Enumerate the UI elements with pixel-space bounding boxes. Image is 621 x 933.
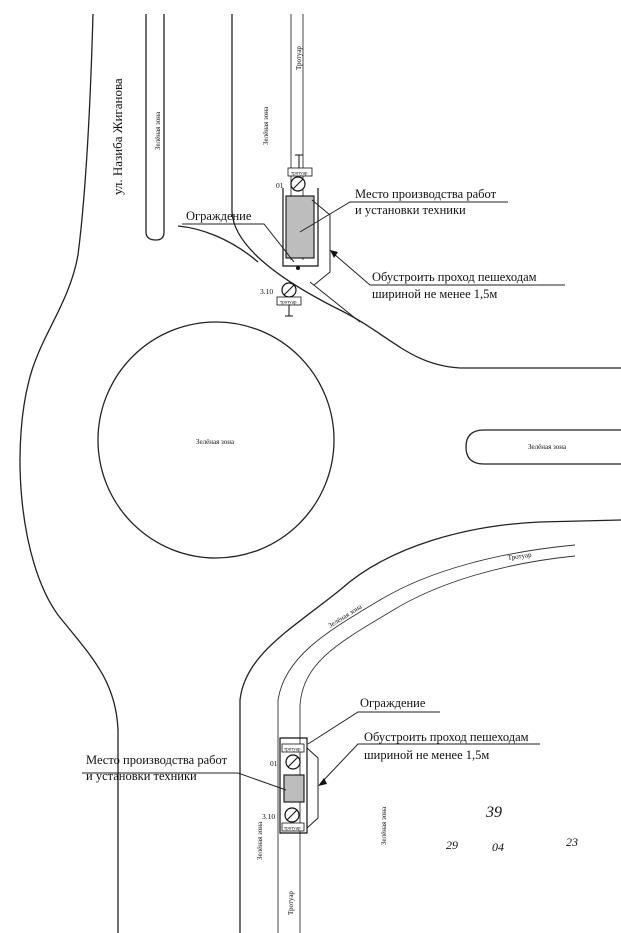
south-fence-label: Ограждение [360,696,426,710]
sidewalk-label-south: Тротуар [287,891,295,915]
leader-north-work-site [299,201,508,233]
north-east-curb [231,14,621,369]
green-zone-south-diagonal: Зелёная зона [327,602,364,629]
north-work-site-label-1: Место производства работ [355,187,497,201]
leader-south-walkway [321,743,540,783]
south-work-site-label-2: и установки техники [86,769,197,783]
arrow-south-walkway [318,778,327,786]
south-east-curb [239,519,621,933]
green-zone-center: Зелёная зона [196,438,235,446]
east-splitter-island [465,429,621,465]
north-connector-curb [177,225,259,263]
north-work-area [285,195,315,259]
south-sign-310-slash [286,809,298,821]
central-island [97,321,335,559]
green-zone-left-median: Зелёная зона [154,111,162,150]
south-fence [279,737,308,834]
left-street-outer-curb [19,13,119,933]
roadway-outlines [19,13,621,933]
south-work-site: тротуар 01 3.10 тротуар [262,737,319,834]
north-sign-310-code: 3.10 [260,287,273,296]
leader-north-walkway [333,253,565,286]
north-sign-01-plate [287,167,313,177]
green-zone-north: Зелёная зона [262,106,270,145]
south-walkway-label-2: шириной не менее 1,5м [364,748,489,762]
handwritten-year: 23 [566,835,578,849]
south-sign-01-plate-text: тротуар [284,748,301,753]
south-bypass [306,747,319,829]
south-sidewalk-inner [299,555,576,933]
handwritten-day: 29 [446,838,458,852]
north-work-site: тротуар 01 3.10 тротуар [260,154,331,317]
south-sign-310-plate [281,822,305,832]
south-sign-01-slash [287,756,299,768]
arrow-north-walkway [330,250,338,258]
leader-south-work-site [82,772,287,791]
north-sign-01-plate-text: тротуар [291,172,308,177]
north-sign-310-slash [283,284,295,296]
green-zone-south-west: Зелёная зона [256,821,264,860]
north-bypass [311,199,331,286]
north-sign-310-plate-text: тротуар [280,301,297,306]
north-walkway-label-2: шириной не менее 1,5м [372,287,497,301]
south-sign-310-plate-text: тротуар [284,827,301,832]
north-work-site-label-2: и установки техники [355,203,466,217]
north-fence-label: Ограждение [186,209,252,223]
south-walkway-label-1: Обустроить проход пешеходам [364,730,529,744]
north-fence-marker [296,266,300,270]
leader-north-fence [182,223,295,263]
sidewalk-label-south-east: Тротуар [507,551,532,562]
sidewalk-label-north: Тротуар [295,46,303,70]
street-name-label: ул. Назиба Жиганова [110,78,125,195]
north-walkway-label-1: Обустроить проход пешеходам [372,270,537,284]
south-work-area [283,774,305,803]
north-sign-01-code: 01 [276,181,284,190]
sidewalks [277,14,576,933]
south-work-site-label-1: Место производства работ [86,753,228,767]
handwritten-number: 39 [485,804,502,821]
south-sidewalk-outer [277,544,576,933]
north-sign-01-slash [292,178,304,190]
leader-south-fence [307,711,440,745]
leader-north-to-road [309,281,361,323]
south-sign-01-code: 01 [270,759,278,768]
north-fence [282,188,319,267]
south-sign-310-code: 3.10 [262,812,275,821]
green-zone-east: Зелёная зона [528,443,567,451]
left-median-island [145,14,165,241]
south-sign-01-plate [281,743,305,753]
green-zone-south-east: Зелёная зона [380,806,388,845]
handwritten-month: 04 [492,840,504,854]
